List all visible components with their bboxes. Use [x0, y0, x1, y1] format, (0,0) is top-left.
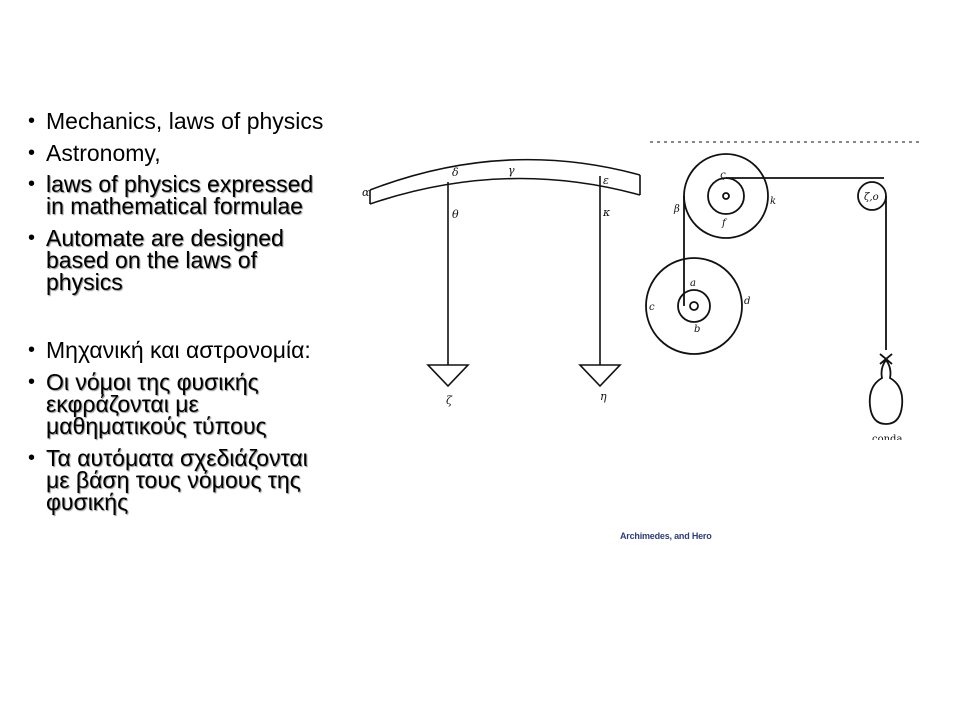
lever-beam-top [369, 158, 641, 191]
label-zeta: ζ [446, 394, 453, 407]
label-conda: conda [872, 434, 902, 440]
bullet-list: • Mechanics, laws of physics • Astronomy… [26, 108, 376, 515]
lever-labels: α δ γ ε θ κ ζ η [362, 164, 611, 407]
bullet-text: Mechanics, laws of physics [46, 108, 324, 134]
label-alpha: α [362, 186, 370, 199]
mechanics-figure: α δ γ ε θ κ ζ η β ς [362, 141, 920, 440]
bullet-text: Automate are designed based on the laws … [46, 225, 284, 295]
upper-pulley-outer [683, 153, 769, 239]
bullet-text: Οι νόμοι της φυσικής εκφράζονται με μαθη… [46, 369, 267, 439]
label-delta: δ [452, 166, 459, 179]
bullet-item: • Mechanics, laws of physics [26, 108, 376, 134]
bullet-item: • Οι νόμοι της φυσικής εκφράζονται με μα… [26, 369, 376, 439]
figure-caption: Archimedes, and Hero [620, 531, 712, 541]
upper-pulley-inner [707, 177, 745, 215]
bullet-marker: • [28, 371, 36, 393]
bullet-item: • laws of physics expressed in mathemati… [26, 171, 376, 219]
label-k: k [770, 196, 776, 207]
bullet-text: laws of physics expressed in mathematica… [46, 171, 314, 219]
bullet-marker: • [28, 447, 36, 469]
bullet-marker: • [28, 227, 36, 249]
lever-diagram [369, 158, 641, 388]
bullet-text: Τα αυτόματα σχεδιάζονται με βάση τους νό… [46, 445, 308, 515]
weight-left [426, 364, 470, 388]
bullet-marker: • [28, 339, 36, 361]
lower-pulley-hub [689, 301, 699, 311]
label-beta: β [673, 204, 680, 215]
label-f: f [721, 218, 728, 229]
label-epsilon: ε [603, 174, 609, 187]
label-b: b [694, 324, 700, 335]
bullet-marker: • [28, 142, 36, 164]
bullet-item: • Automate are designed based on the law… [26, 225, 376, 295]
label-c: c [649, 302, 655, 313]
label-s: ς [720, 170, 726, 181]
label-a: a [690, 278, 696, 289]
label-theta: θ [452, 208, 459, 221]
label-d: d [744, 296, 750, 307]
bullet-item: • Μηχανική και αστρονομία: [26, 337, 376, 363]
bullet-marker: • [28, 110, 36, 132]
pulley-labels: β ς f k ζ,ο a c d b conda [649, 170, 902, 440]
flask-neck-2 [879, 353, 893, 365]
upper-pulley-hub [722, 192, 730, 200]
pulley-diagram [645, 141, 920, 425]
weight-right [578, 364, 622, 388]
label-kappa: κ [602, 206, 611, 219]
label-gamma: γ [508, 164, 515, 177]
bullet-text: Μηχανική και αστρονομία: [46, 337, 311, 363]
lower-pulley-inner [677, 289, 711, 323]
bullet-text: Astronomy, [46, 140, 161, 166]
bullet-item: • Τα αυτόματα σχεδιάζονται με βάση τους … [26, 445, 376, 515]
bullet-item: • Astronomy, [26, 140, 376, 166]
bullet-marker: • [28, 173, 36, 195]
lever-beam-bottom [369, 177, 641, 205]
label-zo: ζ,ο [864, 192, 879, 203]
flask [868, 358, 904, 425]
lower-pulley-outer [645, 257, 743, 355]
label-eta: η [600, 390, 607, 403]
